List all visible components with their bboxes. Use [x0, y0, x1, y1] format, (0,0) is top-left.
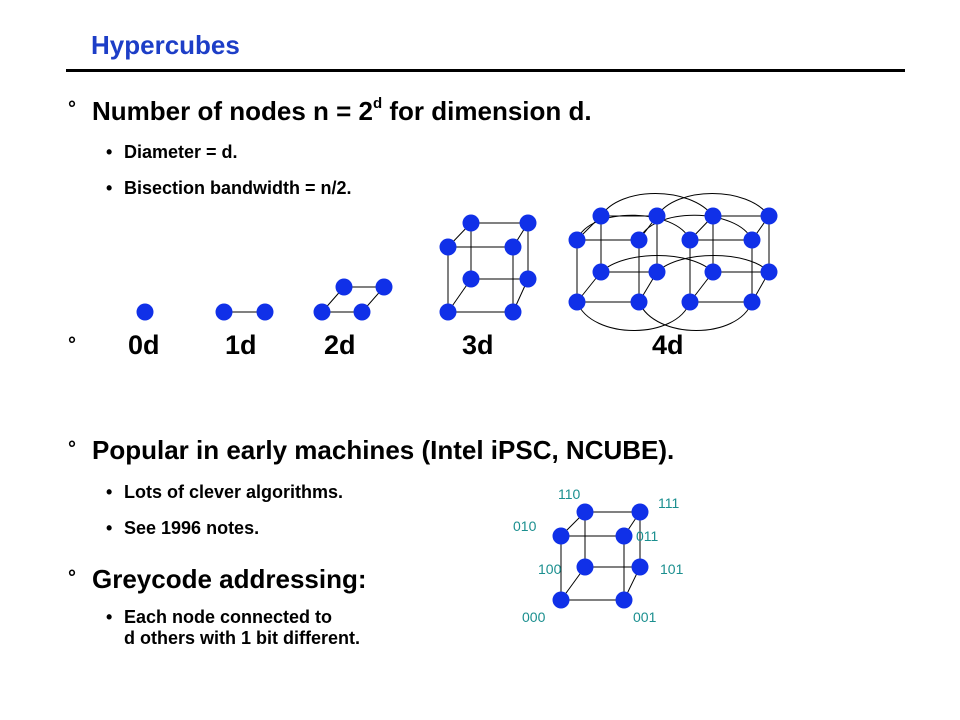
sub-item-algorithms: •Lots of clever algorithms.	[106, 482, 344, 502]
greycode-label: 110	[558, 486, 581, 502]
node-3d	[439, 238, 457, 256]
edges-greycode-cube	[560, 511, 641, 601]
node-2d	[313, 303, 331, 321]
node-3d	[504, 303, 522, 321]
node-011	[615, 527, 633, 545]
popular-heading: Popular in early machines (Intel iPSC, N…	[92, 435, 675, 465]
bullet-marker: °	[68, 567, 76, 589]
label-4d: 4d	[652, 330, 684, 360]
greycode-label: 100	[538, 561, 562, 577]
edges-2d	[321, 286, 385, 313]
node-110	[576, 503, 594, 521]
node-4d	[568, 293, 586, 311]
node-1d	[256, 303, 274, 321]
greycode-label: 001	[633, 609, 657, 625]
node-4d	[592, 263, 610, 281]
greycode-label: 010	[513, 518, 537, 534]
bullet-marker: °	[68, 334, 76, 356]
node-3d	[439, 303, 457, 321]
node-3d	[462, 270, 480, 288]
edges-4d-links	[576, 193, 770, 331]
title-rule	[66, 69, 905, 72]
sub-item-bisection: •Bisection bandwidth = n/2.	[106, 178, 352, 198]
node-4d	[568, 231, 586, 249]
node-000	[552, 591, 570, 609]
greycode-label: 000	[522, 609, 546, 625]
greycode-label: 111	[658, 495, 679, 511]
node-010	[552, 527, 570, 545]
node-2d	[335, 278, 353, 296]
label-0d: 0d	[128, 330, 160, 360]
node-4d	[704, 263, 722, 281]
sub-item-notes: •See 1996 notes.	[106, 518, 260, 538]
slide-title: Hypercubes	[91, 30, 240, 60]
node-3d	[519, 270, 537, 288]
sub-item-diameter: •Diameter = d.	[106, 142, 238, 162]
node-4d	[630, 293, 648, 311]
edges-4d-cube-a	[576, 215, 658, 303]
node-4d	[681, 293, 699, 311]
node-101	[631, 558, 649, 576]
greycode-label: 101	[660, 561, 684, 577]
node-4d	[630, 231, 648, 249]
node-3d	[462, 214, 480, 232]
edges-4d-cube-b	[689, 215, 770, 303]
label-2d: 2d	[324, 330, 356, 360]
node-4d	[760, 263, 778, 281]
node-4d	[648, 207, 666, 225]
nodes-heading: Number of nodes n = 2d for dimension d.	[92, 95, 592, 126]
node-3d	[504, 238, 522, 256]
label-1d: 1d	[225, 330, 257, 360]
node-2d	[375, 278, 393, 296]
node-3d	[519, 214, 537, 232]
node-4d	[743, 293, 761, 311]
bullet-marker: °	[68, 98, 76, 120]
greycode-heading: Greycode addressing:	[92, 564, 367, 594]
edges-3d	[447, 222, 529, 313]
node-4d	[648, 263, 666, 281]
node-100	[576, 558, 594, 576]
node-2d	[353, 303, 371, 321]
node-111	[631, 503, 649, 521]
node-1d	[215, 303, 233, 321]
node-4d	[743, 231, 761, 249]
bullet-marker: °	[68, 438, 76, 460]
greycode-label: 011	[636, 528, 659, 544]
node-0d	[136, 303, 154, 321]
label-3d: 3d	[462, 330, 494, 360]
node-4d	[704, 207, 722, 225]
node-4d	[592, 207, 610, 225]
node-001	[615, 591, 633, 609]
node-4d	[681, 231, 699, 249]
node-4d	[760, 207, 778, 225]
